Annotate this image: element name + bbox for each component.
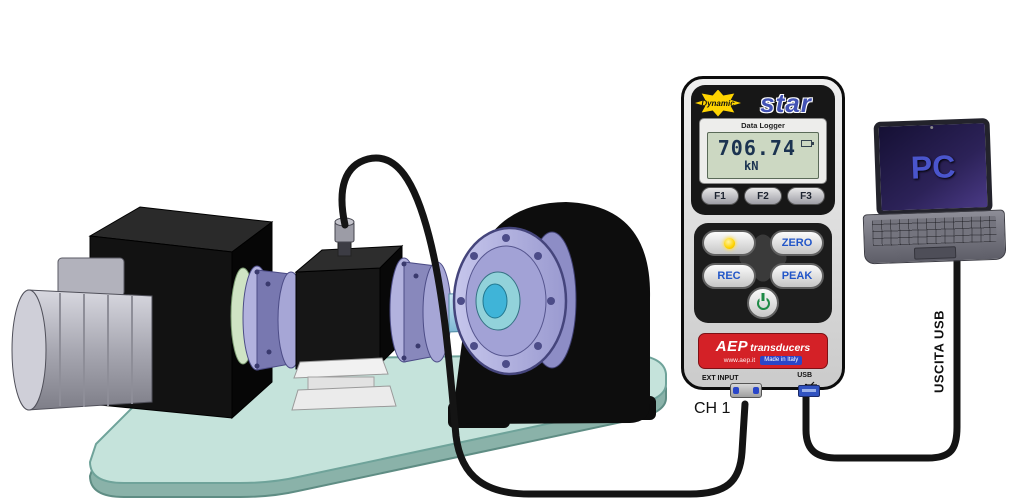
motor <box>11 257 153 411</box>
bearing-pedestal <box>448 202 656 428</box>
usb-label: USB <box>797 372 812 379</box>
backlight-button <box>702 230 756 256</box>
logo-line2: www.aep.it Made in Italy <box>723 355 803 365</box>
display-title: Data Logger <box>741 121 785 130</box>
usb-connector <box>798 385 820 397</box>
cables <box>338 154 961 498</box>
laptop-keyboard <box>862 209 1007 265</box>
dynamic-badge-label: Dynamic <box>701 98 735 108</box>
laptop-screen-text: PC <box>910 147 956 186</box>
logo-line1: AEP transducers <box>716 338 810 355</box>
power-icon <box>756 296 770 310</box>
power-button <box>747 287 779 319</box>
aep-logo: AEP transducers www.aep.it Made in Italy <box>698 333 828 369</box>
reading-unit: kN <box>744 159 759 173</box>
logo-suffix: transducers <box>750 341 811 354</box>
dynamic-badge: Dynamic <box>695 89 741 117</box>
dynamic-star-datalogger: Dynamic star Data Logger 706.74 kN F1 F2… <box>681 76 845 398</box>
peak-button: PEAK <box>770 263 824 289</box>
sensor-stand <box>291 357 397 411</box>
rec-button: REC <box>702 263 756 289</box>
bulb-icon <box>723 237 735 249</box>
logo-website: www.aep.it <box>723 356 756 364</box>
brand-row: Dynamic star <box>691 85 835 118</box>
channel-label: CH 1 <box>694 400 731 417</box>
made-in-italy: Made in Italy <box>760 355 803 365</box>
laptop-screen: PC <box>873 117 993 216</box>
brand-name: star <box>760 88 812 118</box>
device-head-panel: Dynamic star Data Logger 706.74 kN F1 F2… <box>691 85 835 215</box>
trackpad <box>913 246 957 260</box>
laptop: PC <box>859 117 1007 269</box>
sensor-connector <box>334 217 355 257</box>
reading-value: 706.74 <box>717 136 796 160</box>
connector-pin <box>753 387 759 394</box>
zero-button: ZERO <box>770 230 824 256</box>
lcd-screen: 706.74 kN <box>707 132 819 179</box>
torque-sensor <box>291 217 404 411</box>
usb-cable <box>802 256 961 462</box>
f1-button: F1 <box>701 187 739 205</box>
usb-output-label: USCITA USB <box>931 310 947 393</box>
sensor-cable <box>338 154 749 498</box>
keyboard-keys <box>871 215 997 247</box>
function-key-row: F1 F2 F3 <box>701 187 825 205</box>
ext-input-connector <box>730 383 762 398</box>
battery-icon <box>801 140 814 147</box>
logo-brand: AEP <box>715 337 749 355</box>
f2-button: F2 <box>744 187 782 205</box>
f3-button: F3 <box>787 187 825 205</box>
connector-pin <box>733 387 739 394</box>
lcd-frame: Data Logger 706.74 kN <box>699 118 827 184</box>
webcam-icon <box>930 125 934 130</box>
coupling-left <box>230 265 305 371</box>
keypad-panel: ZERO REC PEAK <box>694 223 832 323</box>
ext-input-label: EXT INPUT <box>702 375 739 382</box>
